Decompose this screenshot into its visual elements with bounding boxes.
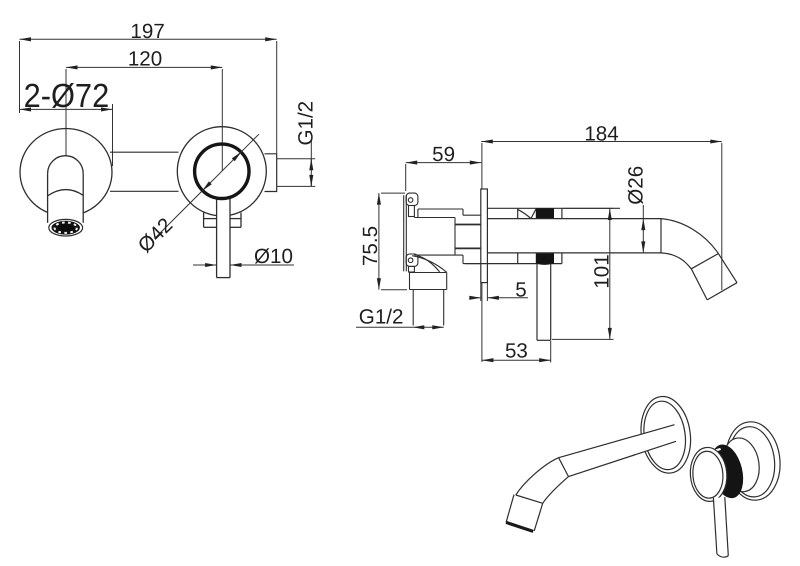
svg-text:Ø26: Ø26 [624, 166, 647, 205]
svg-text:G1/2: G1/2 [294, 101, 317, 146]
svg-text:101: 101 [590, 254, 613, 288]
svg-text:G1/2: G1/2 [359, 305, 404, 328]
svg-text:2-Ø72: 2-Ø72 [24, 78, 110, 115]
svg-text:Ø10: Ø10 [254, 245, 293, 268]
svg-text:120: 120 [128, 48, 162, 71]
svg-text:197: 197 [130, 20, 164, 43]
svg-text:75.5: 75.5 [359, 226, 382, 266]
svg-text:59: 59 [432, 143, 455, 166]
svg-text:53: 53 [505, 340, 528, 363]
svg-text:5: 5 [515, 279, 526, 302]
svg-text:184: 184 [584, 122, 618, 145]
